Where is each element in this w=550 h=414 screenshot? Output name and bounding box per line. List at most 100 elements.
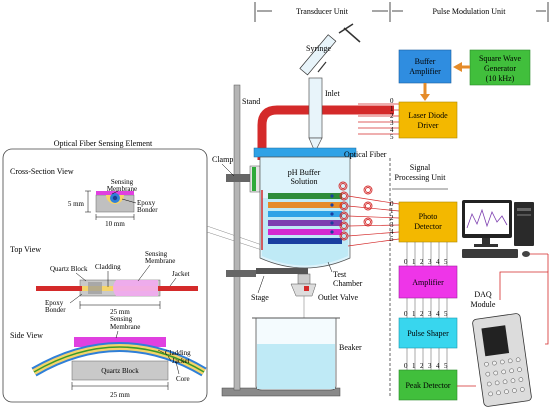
stand xyxy=(221,84,341,397)
swg-1: Square Wave xyxy=(479,54,522,63)
sensing-element-title: Optical Fiber Sensing Element xyxy=(54,139,153,148)
cs-sensing-membrane-2: Membrane xyxy=(107,185,137,193)
svg-text:1: 1 xyxy=(412,258,416,266)
cs-sensing-membrane-1: Sensing xyxy=(111,178,134,186)
swg-3: (10 kHz) xyxy=(486,74,515,83)
svg-text:5: 5 xyxy=(444,310,448,318)
sv-jacket-label: Jacket xyxy=(172,357,190,365)
pulse-shaper-block xyxy=(398,317,458,349)
sv-length-label: 25 mm xyxy=(110,391,130,399)
block-links xyxy=(406,242,448,370)
sv-membrane-2: Membrane xyxy=(110,323,140,331)
svg-text:4: 4 xyxy=(390,228,394,236)
svg-text:5: 5 xyxy=(390,133,394,141)
cross-section-figure xyxy=(95,191,135,213)
svg-text:4: 4 xyxy=(436,310,440,318)
svg-text:4: 4 xyxy=(436,258,440,266)
svg-text:3: 3 xyxy=(390,221,394,229)
pulse-shaper-label: Pulse Shaper xyxy=(407,329,449,338)
dots-chamber xyxy=(330,194,334,243)
top-view-figure xyxy=(36,279,198,297)
detector-channel-numbers: 0 1 2 3 4 5 xyxy=(390,200,394,243)
inlet-tube xyxy=(308,77,323,153)
peak-detector-label: Peak Detector xyxy=(405,381,450,390)
laser-driver-2: Driver xyxy=(418,121,439,130)
test-chamber-2: Chamber xyxy=(333,279,363,288)
svg-text:5: 5 xyxy=(444,258,448,266)
svg-text:1: 1 xyxy=(390,207,394,215)
svg-text:4: 4 xyxy=(390,126,394,134)
svg-text:1: 1 xyxy=(412,310,416,318)
stand-label: Stand xyxy=(242,97,260,106)
buffer-amplifier-1: Buffer xyxy=(415,57,436,66)
test-chamber xyxy=(253,147,357,297)
tv-jacket-label: Jacket xyxy=(172,270,190,278)
svg-text:1: 1 xyxy=(390,105,394,113)
side-view-title: Side View xyxy=(10,331,43,340)
peak-detector-block xyxy=(398,369,458,401)
svg-text:0: 0 xyxy=(404,362,408,370)
laser-driver-1: Laser Diode xyxy=(408,111,448,120)
svg-text:5: 5 xyxy=(444,362,448,370)
tv-membrane-2: Membrane xyxy=(145,257,175,265)
laser-channel-numbers: 0 1 2 3 4 5 xyxy=(390,97,394,141)
svg-text:0: 0 xyxy=(404,310,408,318)
svg-text:2: 2 xyxy=(420,362,424,370)
optical-fiber-label: Optical Fiber xyxy=(344,150,387,159)
side-view-figure xyxy=(31,337,207,381)
tv-length-label: 25 mm xyxy=(110,308,130,316)
tv-quartz-label: Quartz Block xyxy=(50,265,88,273)
tv-cladding-label: Cladding xyxy=(95,263,121,271)
tv-epoxy-1: Epoxy xyxy=(45,299,64,307)
svg-text:2: 2 xyxy=(390,214,394,222)
inlet-label: Inlet xyxy=(325,89,340,98)
svg-text:2: 2 xyxy=(420,310,424,318)
beaker-label: Beaker xyxy=(339,343,362,352)
tv-epoxy-2: Bonder xyxy=(45,306,66,314)
svg-text:0: 0 xyxy=(390,97,394,105)
svg-text:2: 2 xyxy=(390,112,394,120)
svg-text:5: 5 xyxy=(390,235,394,243)
header-dimensions xyxy=(254,2,549,22)
square-wave-generator-block xyxy=(469,49,531,86)
fiber-lines-to-detector xyxy=(347,195,400,247)
cs-epoxy-2: Bonder xyxy=(137,206,158,214)
svg-text:0: 0 xyxy=(404,258,408,266)
daq-label-2: Module xyxy=(471,300,496,309)
spu-label-2: Processing Unit xyxy=(395,173,447,182)
stage-label: Stage xyxy=(251,293,269,302)
syringe-label: Syringe xyxy=(306,44,331,53)
swg-arrow-head xyxy=(453,62,462,72)
sv-quartz-label: Quartz Block xyxy=(101,367,139,375)
daq-label-1: DAQ xyxy=(474,290,492,299)
svg-text:3: 3 xyxy=(428,362,432,370)
buffer-amplifier-2: Amplifier xyxy=(409,67,441,76)
sv-membrane-1: Sensing xyxy=(110,315,133,323)
fiber-lines-to-laser xyxy=(358,103,399,135)
test-chamber-1: Test xyxy=(333,270,347,279)
spu-label-1: Signal xyxy=(410,163,431,172)
svg-text:2: 2 xyxy=(420,258,424,266)
svg-text:3: 3 xyxy=(428,258,432,266)
sv-core-label: Core xyxy=(176,375,190,383)
outlet-valve-label: Outlet Valve xyxy=(318,293,359,302)
amplifier-label: Amplifier xyxy=(412,278,444,287)
sv-cladding-label: Cladding xyxy=(165,349,191,357)
clamp-label: Clamp xyxy=(212,155,233,164)
transducer-unit-label: Transducer Unit xyxy=(296,7,349,16)
amplifier-block xyxy=(398,265,458,299)
svg-text:4: 4 xyxy=(436,362,440,370)
top-view-title: Top View xyxy=(10,245,41,254)
laser-diode-driver-block xyxy=(398,101,458,139)
cross-section-title: Cross-Section View xyxy=(10,167,74,176)
ph-buffer-1: pH Buffer xyxy=(288,168,321,177)
daq-module xyxy=(472,313,532,407)
photo-detector-2: Detector xyxy=(414,222,442,231)
cs-width-label: 10 mm xyxy=(105,220,125,228)
cs-height-label: 5 mm xyxy=(68,200,85,208)
svg-text:3: 3 xyxy=(390,119,394,127)
pulse-modulation-unit-label: Pulse Modulation Unit xyxy=(433,7,507,16)
